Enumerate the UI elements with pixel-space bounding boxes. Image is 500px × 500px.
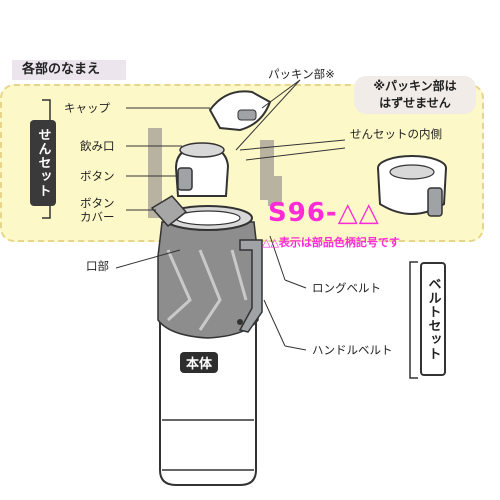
handle-belt (238, 239, 263, 333)
label-mouth: 口部 (86, 259, 109, 273)
label-handle-belt: ハンドルベルト (312, 343, 393, 357)
button (177, 167, 193, 191)
packing-note: ※パッキン部は はずせません (354, 76, 476, 114)
label-long-belt: ロングベルト (312, 281, 381, 295)
button-cover (150, 195, 188, 228)
label-packing-inside: せんセットの内側 (350, 127, 442, 141)
label-button-cover: ボタン カバー (80, 196, 115, 224)
section-title: 各部のなまえ (12, 60, 126, 80)
label-cap: キャップ (64, 101, 110, 115)
label-drink-spout: 飲み口 (80, 139, 115, 153)
model-code-note: △△表示は部品色柄記号です (262, 236, 400, 249)
label-button: ボタン (80, 169, 115, 183)
belt-set-tag: ベルトセット (420, 262, 446, 376)
strap-right-mid (268, 176, 282, 206)
cap-set-tag: せんセット (30, 120, 56, 206)
strap-left (148, 128, 162, 218)
model-code: S96-△△ (268, 198, 380, 228)
packing-note-line1: ※パッキン部は (373, 79, 457, 93)
packing-note-line2: はずせません (379, 96, 451, 110)
label-packing: パッキン部※ (268, 67, 335, 81)
body-tag: 本体 (180, 352, 219, 373)
